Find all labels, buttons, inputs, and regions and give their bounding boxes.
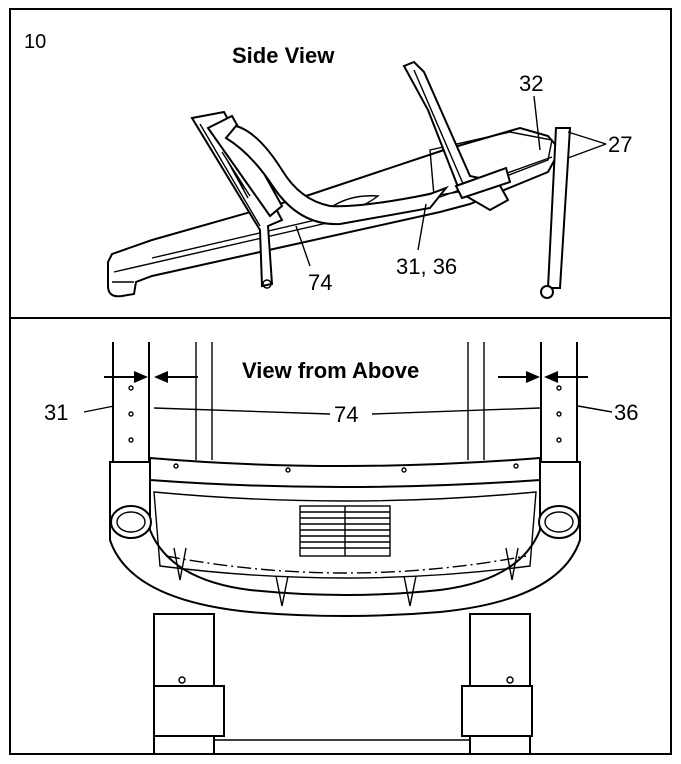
callout-36-above: 36 <box>614 400 638 425</box>
treadmill-side-drawing <box>107 60 572 299</box>
leader-74-above-right <box>371 407 541 415</box>
leader-74-above-left <box>153 407 331 415</box>
above-view-title: View from Above <box>242 358 419 383</box>
callout-31-36: 31, 36 <box>396 254 457 279</box>
leader-32 <box>533 95 541 151</box>
leader-31-above <box>83 405 115 413</box>
leader-36-above <box>577 405 613 413</box>
leader-27a <box>567 143 607 159</box>
above-view-panel: View from Above <box>44 342 638 755</box>
gap-arrows-left <box>104 371 198 383</box>
treadmill-top-drawing <box>109 342 581 755</box>
callout-32: 32 <box>519 71 543 96</box>
callout-27: 27 <box>608 132 632 157</box>
callout-74-above: 74 <box>334 402 358 427</box>
callout-74-side: 74 <box>308 270 332 295</box>
callout-31-above: 31 <box>44 400 68 425</box>
leader-74-side <box>295 225 311 267</box>
gap-arrows-right <box>498 371 588 383</box>
step-number: 10 <box>24 31 46 53</box>
side-view-title: Side View <box>232 43 335 68</box>
leader-27b <box>567 131 607 145</box>
leader-31-36 <box>417 203 427 251</box>
figure-frame <box>9 8 672 755</box>
side-view-panel: 10 Side View <box>24 31 632 299</box>
